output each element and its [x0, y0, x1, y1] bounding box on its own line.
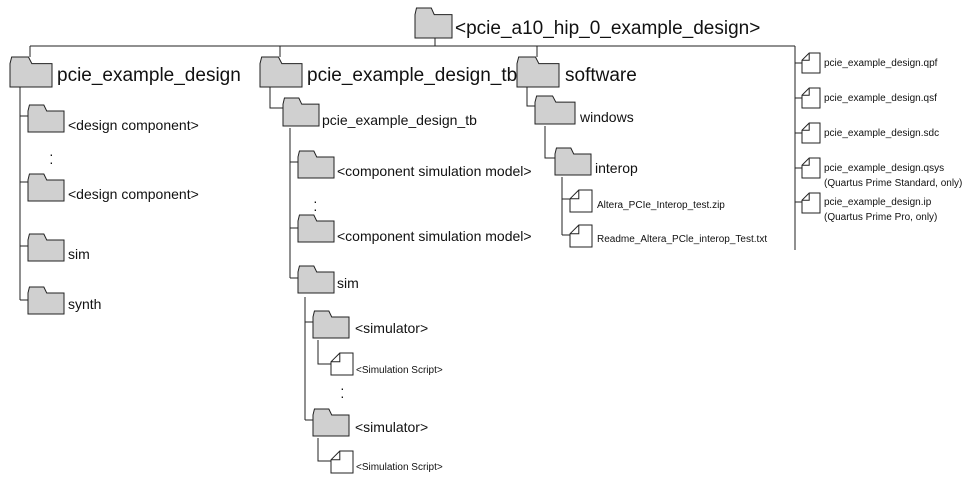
component-sim-model-label: <component simulation model> [337, 163, 532, 179]
interop-label: interop [595, 160, 638, 176]
sdc-file-label: pcie_example_design.sdc [824, 128, 940, 139]
connector-line [269, 82, 283, 109]
file-icon [330, 352, 354, 376]
pcie-example-design-label: pcie_example_design [57, 65, 241, 86]
ellipsis-dots: ·· [340, 380, 345, 404]
file-icon [569, 224, 593, 248]
folder-icon [297, 214, 335, 243]
connector-line [304, 297, 313, 421]
connector-line [317, 438, 331, 462]
folder-icon [534, 95, 576, 125]
tree-connector-lines [19, 25, 802, 462]
interop-zip-file-label: Altera_PCIe_Interop_test.zip [597, 200, 725, 211]
folder-icon [312, 408, 350, 437]
simulation-script-label: <Simulation Script> [356, 462, 443, 473]
file-icon [330, 450, 354, 474]
folder-icon [27, 233, 65, 262]
design-synth-label: synth [68, 296, 102, 312]
pcie-example-design-tb-label: pcie_example_design_tb [307, 65, 518, 86]
connector-line [289, 128, 298, 279]
simulator-label: <simulator> [355, 419, 429, 435]
folder-icon [9, 56, 53, 88]
ellipsis-dots: ·· [49, 146, 54, 170]
root-folder-icon [414, 7, 453, 39]
qpf-file-label: pcie_example_design.qpf [824, 58, 938, 69]
root-folder-label: <pcie_a10_hip_0_example_design> [455, 18, 761, 39]
tb-sim-label: sim [337, 275, 359, 291]
folder-icon [297, 265, 335, 294]
folder-icon [297, 150, 335, 179]
folder-icon [27, 173, 65, 202]
qsys-edition-note: (Quartus Prime Standard, only) [824, 178, 963, 189]
connector-line [19, 82, 28, 301]
ip-edition-note: (Quartus Prime Pro, only) [824, 212, 938, 223]
windows-label: windows [580, 109, 634, 125]
folder-icon [312, 310, 350, 339]
folder-icon [27, 104, 65, 133]
file-icon [801, 192, 821, 214]
ip-file-label: pcie_example_design.ip [824, 197, 932, 208]
simulator-label: <simulator> [355, 320, 429, 336]
file-icon [569, 189, 593, 213]
simulation-script-label: <Simulation Script> [356, 365, 443, 376]
design-sim-label: sim [68, 246, 90, 262]
file-icon [801, 122, 821, 144]
folder-icon [516, 56, 560, 88]
connector-line [544, 126, 555, 159]
tree-icons [9, 7, 821, 474]
connector-line [317, 340, 331, 365]
connector-line [561, 177, 570, 236]
component-sim-model-label: <component simulation model> [337, 228, 532, 244]
ellipsis-dots: ·· [313, 193, 318, 217]
readme-file-label: Readme_Altera_PCle_interop_Test.txt [597, 234, 768, 245]
connector-line [526, 82, 535, 107]
folder-icon [282, 97, 320, 127]
folder-icon [27, 286, 65, 315]
folder-icon [554, 147, 592, 176]
file-icon [801, 52, 821, 74]
qsf-file-label: pcie_example_design.qsf [824, 93, 937, 104]
software-label: software [565, 65, 637, 86]
qsys-file-label: pcie_example_design.qsys [824, 163, 945, 174]
tb-subfolder-label: pcie_example_design_tb [322, 112, 477, 128]
design-component-label: <design component> [68, 117, 199, 133]
design-component-label: <design component> [68, 186, 199, 202]
file-icon [801, 157, 821, 179]
folder-icon [259, 56, 303, 88]
file-icon [801, 87, 821, 109]
